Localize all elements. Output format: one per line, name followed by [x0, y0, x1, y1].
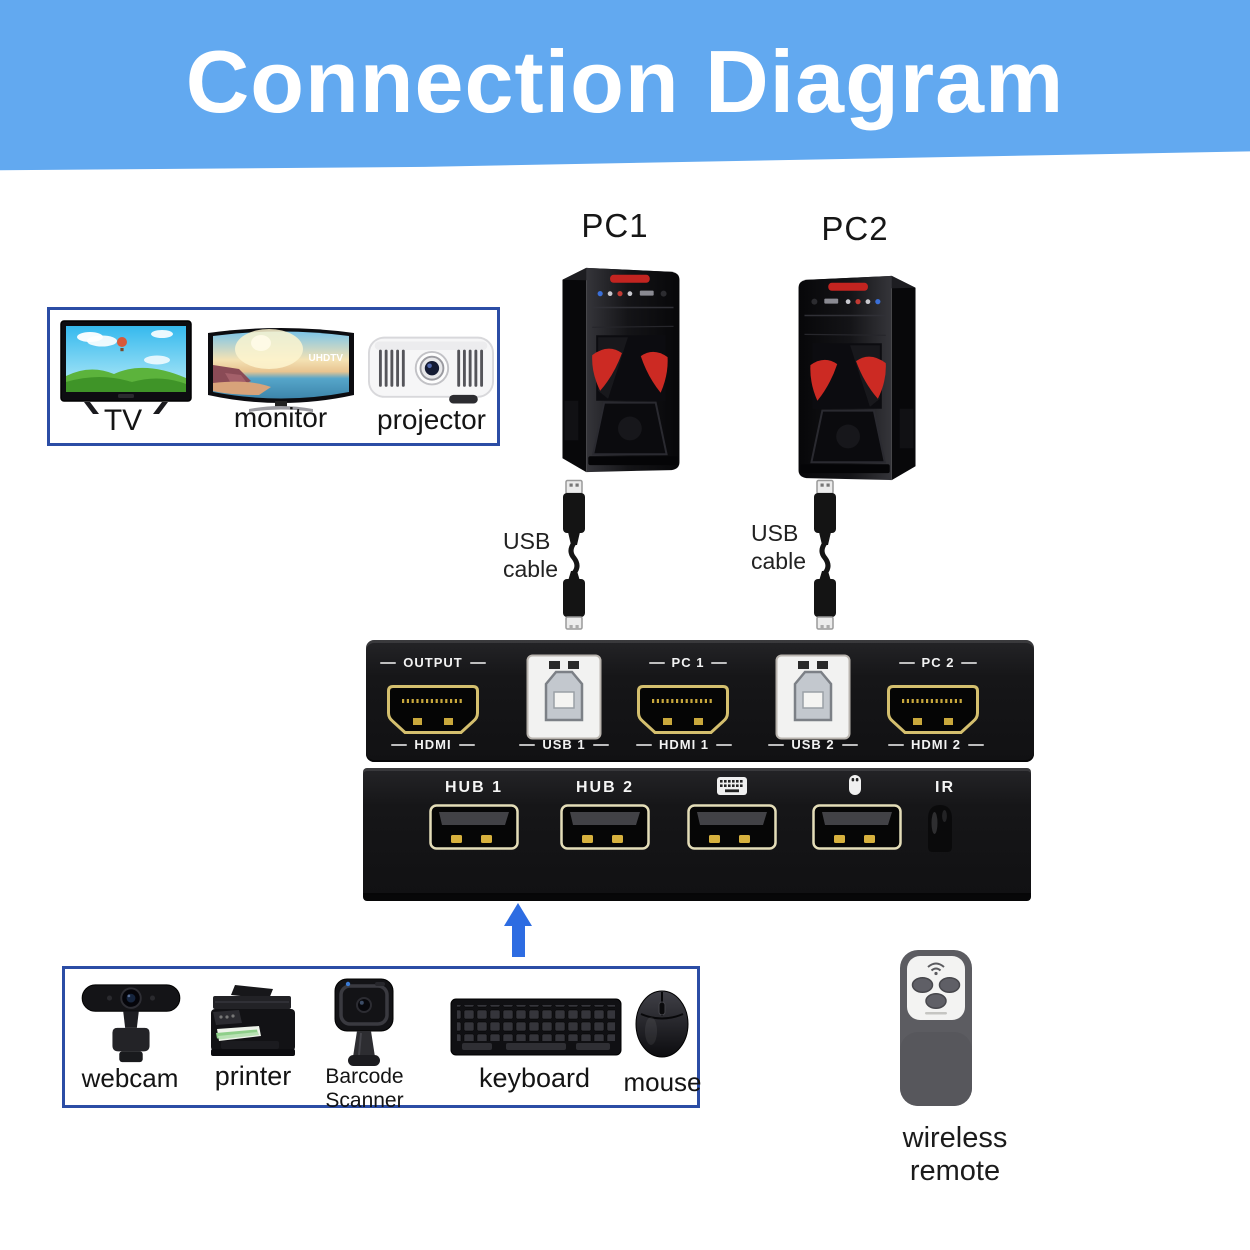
barcode-scanner-label: Barcode Scanner [325, 1065, 404, 1112]
usb-cable-1-image [563, 479, 585, 630]
tv-image [60, 320, 192, 414]
hub2-label: HUB 2 [575, 779, 634, 796]
webcam-label: webcam [81, 1063, 179, 1093]
monitor-image: UHDTV [208, 328, 354, 412]
webcam-image [81, 984, 181, 1063]
keyboard-icon [717, 777, 747, 795]
keyboard-label: keyboard [478, 1063, 591, 1093]
usb-a-port-hub2 [560, 804, 650, 850]
hdmi-output-label: HDMI [373, 737, 493, 752]
pc1-label: PC1 [581, 207, 649, 244]
hdmi1-label: HDMI 1 [624, 737, 744, 752]
pc1-port-label: PC 1 [628, 655, 748, 670]
pc1-tower-image [562, 267, 680, 473]
usb-cable-1-label: USB cable [503, 528, 558, 583]
kvm-bottom-panel: HUB 1 HUB 2 IR [363, 768, 1031, 901]
up-arrow-icon [504, 903, 532, 957]
hdmi2-label: HDMI 2 [876, 737, 996, 752]
displays-box: TV UHDTV monitor [47, 307, 500, 446]
usb-b-port-2 [775, 654, 851, 740]
wireless-remote-image [900, 950, 972, 1106]
projector-label: projector [377, 404, 486, 435]
keyboard-image [450, 998, 622, 1056]
printer-label: printer [214, 1061, 292, 1091]
hub1-label: HUB 1 [444, 779, 503, 796]
monitor-label: monitor [233, 402, 328, 433]
pc2-tower-image [798, 275, 916, 481]
tv-label: TV [103, 404, 143, 437]
printer-image [211, 985, 295, 1056]
barcode-scanner-image [334, 978, 394, 1066]
peripherals-box: webcam printer Barcode Scanner [62, 966, 702, 1112]
usb-cable-2-image [814, 479, 836, 630]
usb-b-port-1 [526, 654, 602, 740]
wireless-remote-label: wireless remote [902, 1122, 1008, 1187]
output-label: OUTPUT [373, 655, 493, 670]
usb1-label: USB 1 [504, 737, 624, 752]
usb-cable-2-label: USB cable [751, 520, 806, 575]
pc2-port-label: PC 2 [878, 655, 998, 670]
page-title: Connection Diagram [185, 32, 1065, 131]
projector-image [368, 336, 494, 404]
usb-a-port-keyboard [687, 804, 777, 850]
hdmi-port-output [387, 685, 479, 734]
usb-a-port-hub1 [429, 804, 519, 850]
hdmi-port-1 [637, 685, 729, 734]
mouse-icon [849, 775, 861, 795]
usb2-label: USB 2 [753, 737, 873, 752]
mouse-image [635, 990, 689, 1058]
mouse-label: mouse [623, 1067, 702, 1097]
ir-label: IR [935, 779, 955, 796]
header-banner [0, 0, 1250, 171]
hdmi-port-2 [887, 685, 979, 734]
usb-a-port-mouse [812, 804, 902, 850]
ir-receiver [928, 805, 952, 852]
monitor-screen-badge: UHDTV [309, 353, 344, 364]
kvm-top-panel: OUTPUT HDMI USB 1 PC 1 HDMI 1 USB 2 [366, 640, 1034, 762]
wifi-icon [927, 962, 945, 976]
pc2-label: PC2 [821, 210, 889, 247]
